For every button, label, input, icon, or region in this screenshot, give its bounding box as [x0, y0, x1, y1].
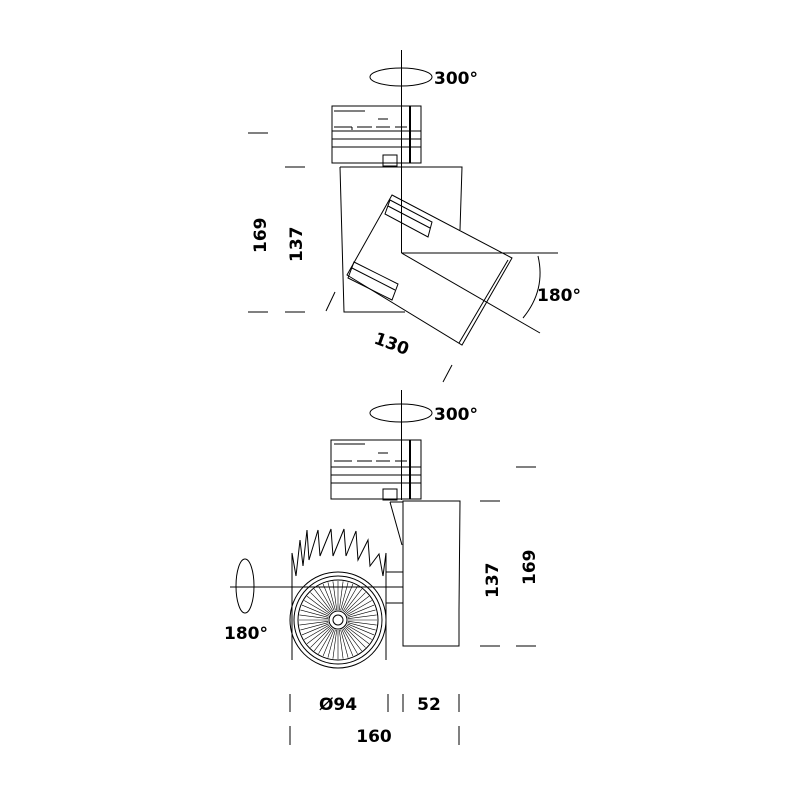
reflector-rib: [347, 604, 375, 617]
height-total-label: 169: [520, 550, 540, 586]
reflector-rib: [327, 629, 336, 658]
tilt-axis: [401, 252, 541, 334]
reflector-rib: [347, 622, 376, 631]
reflector-rib: [346, 600, 372, 616]
reflector-rib: [341, 629, 354, 657]
reflector-rib: [340, 629, 349, 658]
reflector-rib: [347, 609, 376, 618]
reflector-rib: [346, 624, 372, 640]
top-view: 300° 180° 169: [248, 50, 581, 383]
reflector-rib: [300, 622, 329, 631]
total-width-label: 160: [356, 727, 392, 747]
reflector-rib: [339, 581, 344, 611]
height-body-label: 137: [483, 563, 503, 599]
reflector-rib: [332, 629, 337, 659]
reflector-rib: [299, 621, 329, 626]
mounting-body: [402, 500, 461, 647]
bracket: [389, 501, 403, 546]
reflector-rib: [310, 626, 332, 648]
reflector-rib: [322, 629, 335, 657]
tilt-label: 180°: [537, 286, 581, 306]
reflector-rib: [318, 586, 334, 612]
reflector-ribs: [299, 581, 377, 659]
reflector-rib: [318, 628, 334, 654]
rotation-label: 300°: [434, 405, 478, 425]
reflector-rib: [314, 627, 333, 652]
tilt-arrow-icon: [235, 558, 255, 614]
diameter-label: Ø94: [319, 695, 357, 715]
tilt-arc-icon: [522, 255, 541, 319]
reflector-rib: [341, 583, 354, 611]
reflector-rib: [342, 586, 358, 612]
height-total-label: 169: [251, 218, 271, 254]
length-label: 130: [371, 329, 411, 360]
rotation-arrow-icon: [369, 67, 433, 87]
height-body-label: 137: [287, 227, 307, 263]
reflector-rib: [306, 625, 331, 644]
reflector-rib: [343, 627, 362, 652]
body-width-label: 52: [417, 695, 441, 715]
reflector-rib: [314, 588, 333, 613]
reflector-rib: [310, 592, 332, 614]
reflector-rib: [345, 625, 370, 644]
reflector-rib: [306, 596, 331, 615]
reflector-rib: [344, 592, 366, 614]
reflector-rib: [347, 621, 377, 626]
reflector-rib: [322, 583, 335, 611]
reflector-rib: [344, 626, 366, 648]
tilt-label: 180°: [224, 624, 268, 644]
reflector-rib: [332, 581, 337, 611]
rotation-arrow-icon: [369, 403, 433, 423]
tilted-lamp-head: [346, 194, 513, 346]
track-adapter: [331, 105, 422, 167]
reflector-rib: [347, 623, 375, 636]
reflector-rib: [347, 614, 377, 619]
rotation-label: 300°: [434, 69, 478, 89]
reflector-rib: [299, 614, 329, 619]
dimension-lines: [289, 466, 536, 745]
reflector-rib: [342, 628, 358, 654]
reflector-rib: [300, 609, 329, 618]
reflector-rib: [339, 629, 344, 659]
reflector-rib: [343, 588, 362, 613]
reflector-rib: [345, 596, 370, 615]
reflector-rib: [301, 604, 329, 617]
track-adapter: [330, 439, 422, 501]
mounting-body: [339, 166, 463, 313]
reflector-rib: [304, 600, 330, 616]
reflector-rib: [304, 624, 330, 640]
reflector-rib: [301, 623, 329, 636]
front-view: 300° 180°: [224, 390, 540, 747]
dimension-lines: [248, 132, 453, 383]
lamp-head: [289, 528, 387, 669]
